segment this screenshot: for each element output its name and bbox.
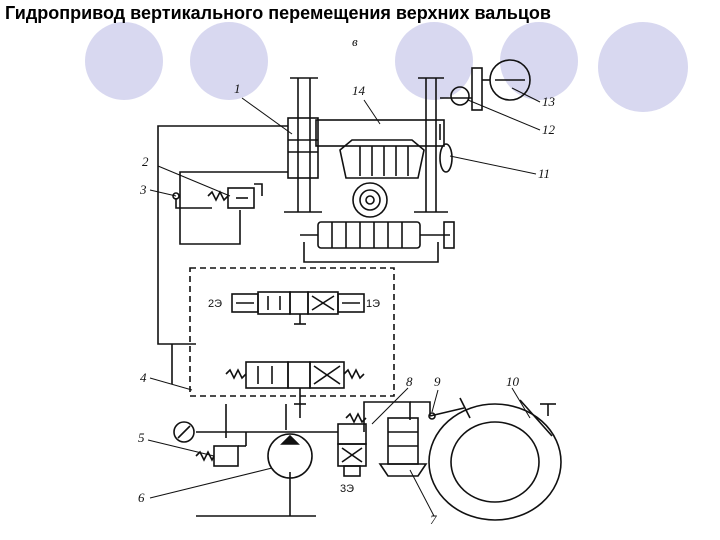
solenoid-1e-label: 1Э bbox=[366, 298, 380, 310]
callout-5: 5 bbox=[138, 430, 145, 445]
check-valve-3 bbox=[172, 192, 180, 200]
brake-lever-9 bbox=[428, 397, 471, 420]
callout-leaders bbox=[147, 87, 541, 517]
solenoid-3e-label: 3Э bbox=[340, 483, 354, 495]
brake-cylinder-7 bbox=[378, 417, 428, 477]
pump-6 bbox=[267, 433, 313, 479]
relief-valve-2 bbox=[172, 183, 263, 209]
pressure-gauge bbox=[173, 421, 195, 443]
solenoid-2e-label: 2Э bbox=[208, 298, 222, 310]
decorative-circle bbox=[598, 22, 688, 112]
callout-7: 7 bbox=[430, 512, 437, 527]
callout-14: 14 bbox=[352, 83, 366, 98]
callout-4: 4 bbox=[140, 370, 147, 385]
callout-11: 11 bbox=[538, 166, 550, 181]
upper-beam-14 bbox=[315, 119, 445, 147]
pulley-12 bbox=[450, 86, 470, 106]
decorative-circle bbox=[190, 22, 268, 100]
distributor-lower bbox=[225, 361, 365, 405]
brake-drum-10 bbox=[428, 399, 562, 521]
callout-13: 13 bbox=[542, 94, 556, 109]
callout-1: 1 bbox=[234, 81, 241, 96]
worm-gear-11 bbox=[439, 143, 453, 173]
machine-base bbox=[303, 242, 439, 263]
distributor-upper bbox=[231, 291, 365, 325]
solenoid-3e bbox=[343, 465, 361, 477]
cylinder-1 bbox=[287, 117, 319, 179]
callout-6: 6 bbox=[138, 490, 145, 505]
decorative-circle bbox=[85, 22, 163, 100]
callout-9: 9 bbox=[434, 374, 441, 389]
callout-10: 10 bbox=[506, 374, 520, 389]
callout-2: 2 bbox=[142, 154, 149, 169]
subfigure-label: в bbox=[352, 34, 358, 49]
roll-machine bbox=[284, 59, 531, 263]
valve-8 bbox=[337, 412, 367, 477]
upper-roll bbox=[339, 139, 425, 179]
callout-3: 3 bbox=[139, 182, 147, 197]
solenoid-1e bbox=[337, 293, 365, 313]
slide-title: Гидропривод вертикального перемещения ве… bbox=[5, 3, 551, 23]
hydraulic-lines bbox=[157, 125, 431, 517]
roll-gear bbox=[352, 182, 388, 218]
lower-roll bbox=[317, 221, 421, 249]
callout-12: 12 bbox=[542, 122, 556, 137]
control-block-4 bbox=[189, 267, 395, 397]
relief-valve-5 bbox=[195, 445, 246, 467]
callout-8: 8 bbox=[406, 374, 413, 389]
